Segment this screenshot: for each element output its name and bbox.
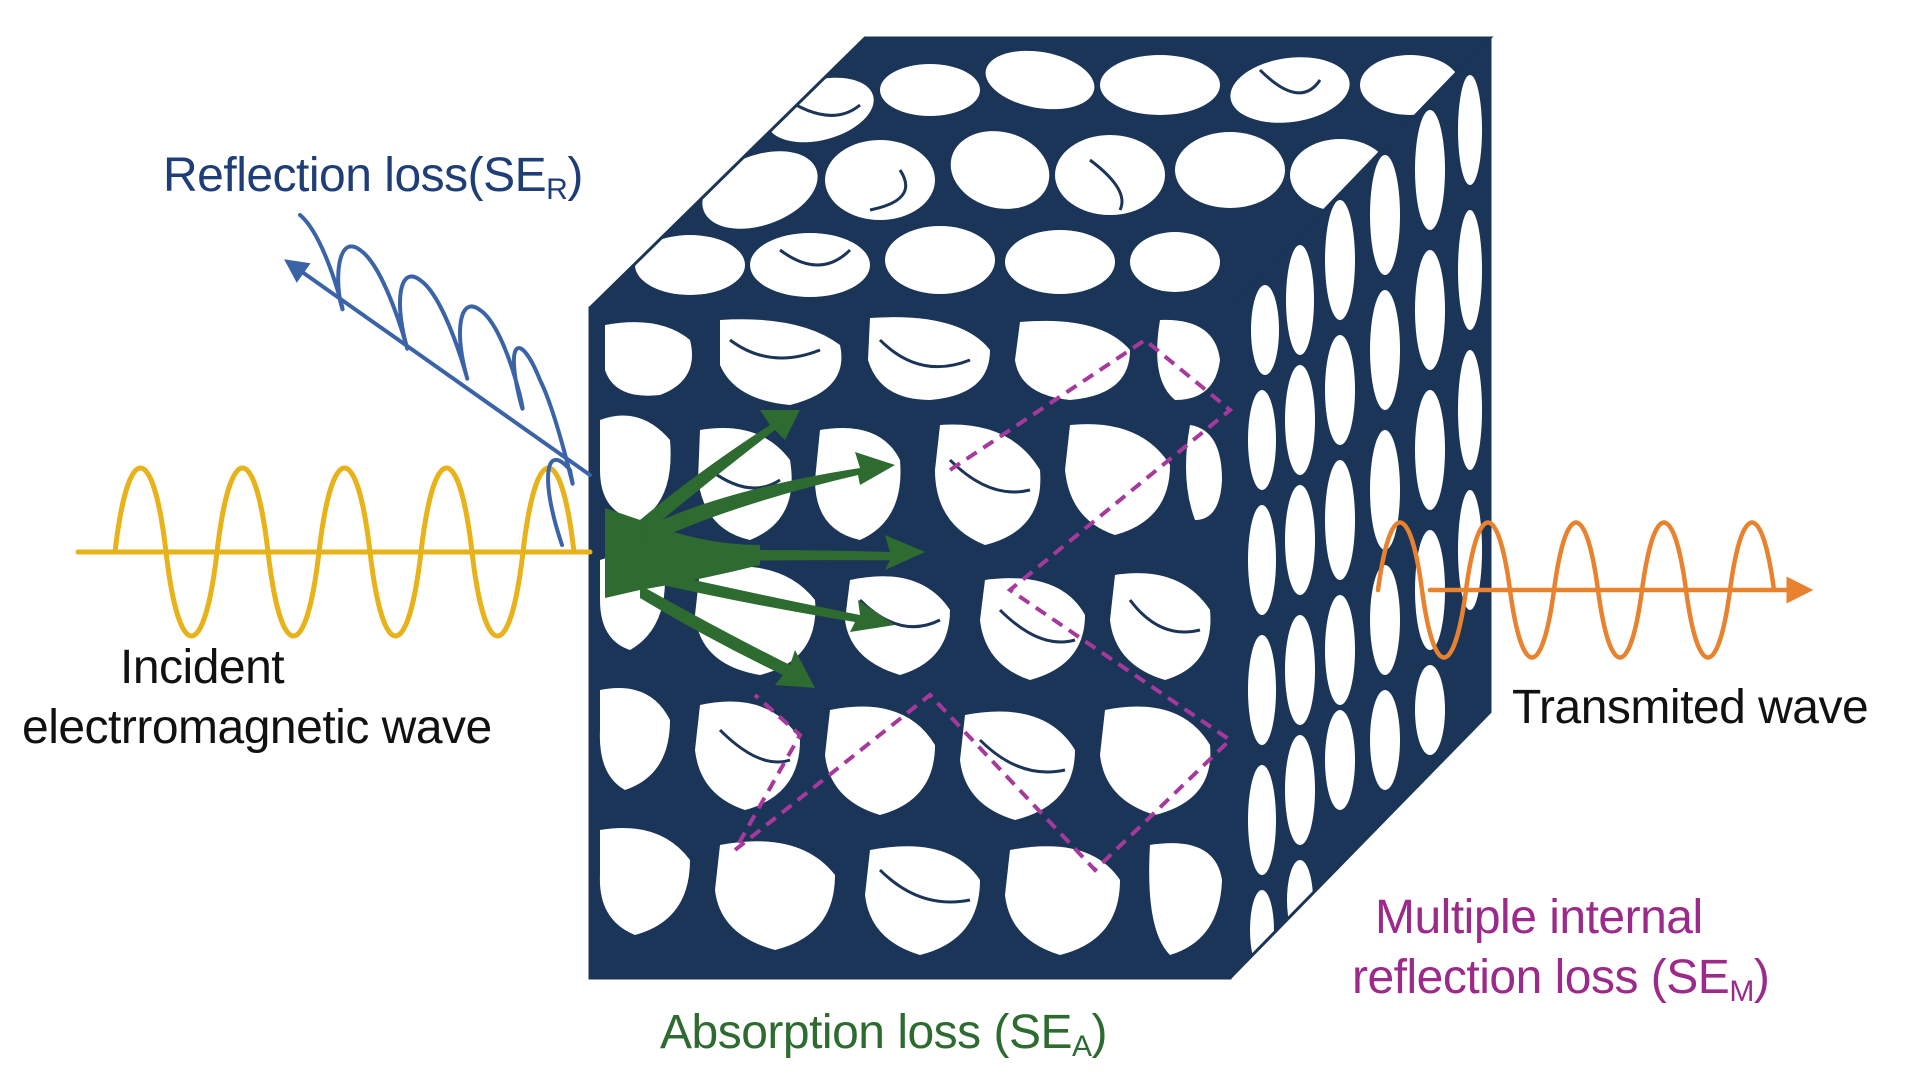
- multiple-reflection-label-line2: reflection loss (SEM): [1352, 951, 1770, 1008]
- incident-wave-label-line2: electrromagnetic wave: [22, 701, 492, 754]
- reflection-loss-label: Reflection loss(SER): [163, 149, 583, 206]
- absorption-loss-label: Absorption loss (SEA): [660, 1006, 1108, 1063]
- cube-side-face: [1230, 38, 1490, 978]
- multiple-reflection-label-line1: Multiple internal: [1375, 891, 1703, 944]
- incident-wave: [75, 465, 593, 639]
- porous-cube: [588, 36, 1494, 980]
- incident-wave-label-line1: Incident: [120, 641, 285, 694]
- reflected-wave: [284, 213, 592, 547]
- absorption-arrows: [605, 410, 925, 688]
- cube-outline: [588, 36, 1494, 980]
- internal-reflection-paths: [733, 337, 1234, 873]
- transmitted-wave: [1375, 520, 1814, 660]
- cube-front-face: [590, 308, 1230, 978]
- cube-top-face: [590, 38, 1490, 308]
- transmitted-wave-label: Transmited wave: [1512, 681, 1869, 734]
